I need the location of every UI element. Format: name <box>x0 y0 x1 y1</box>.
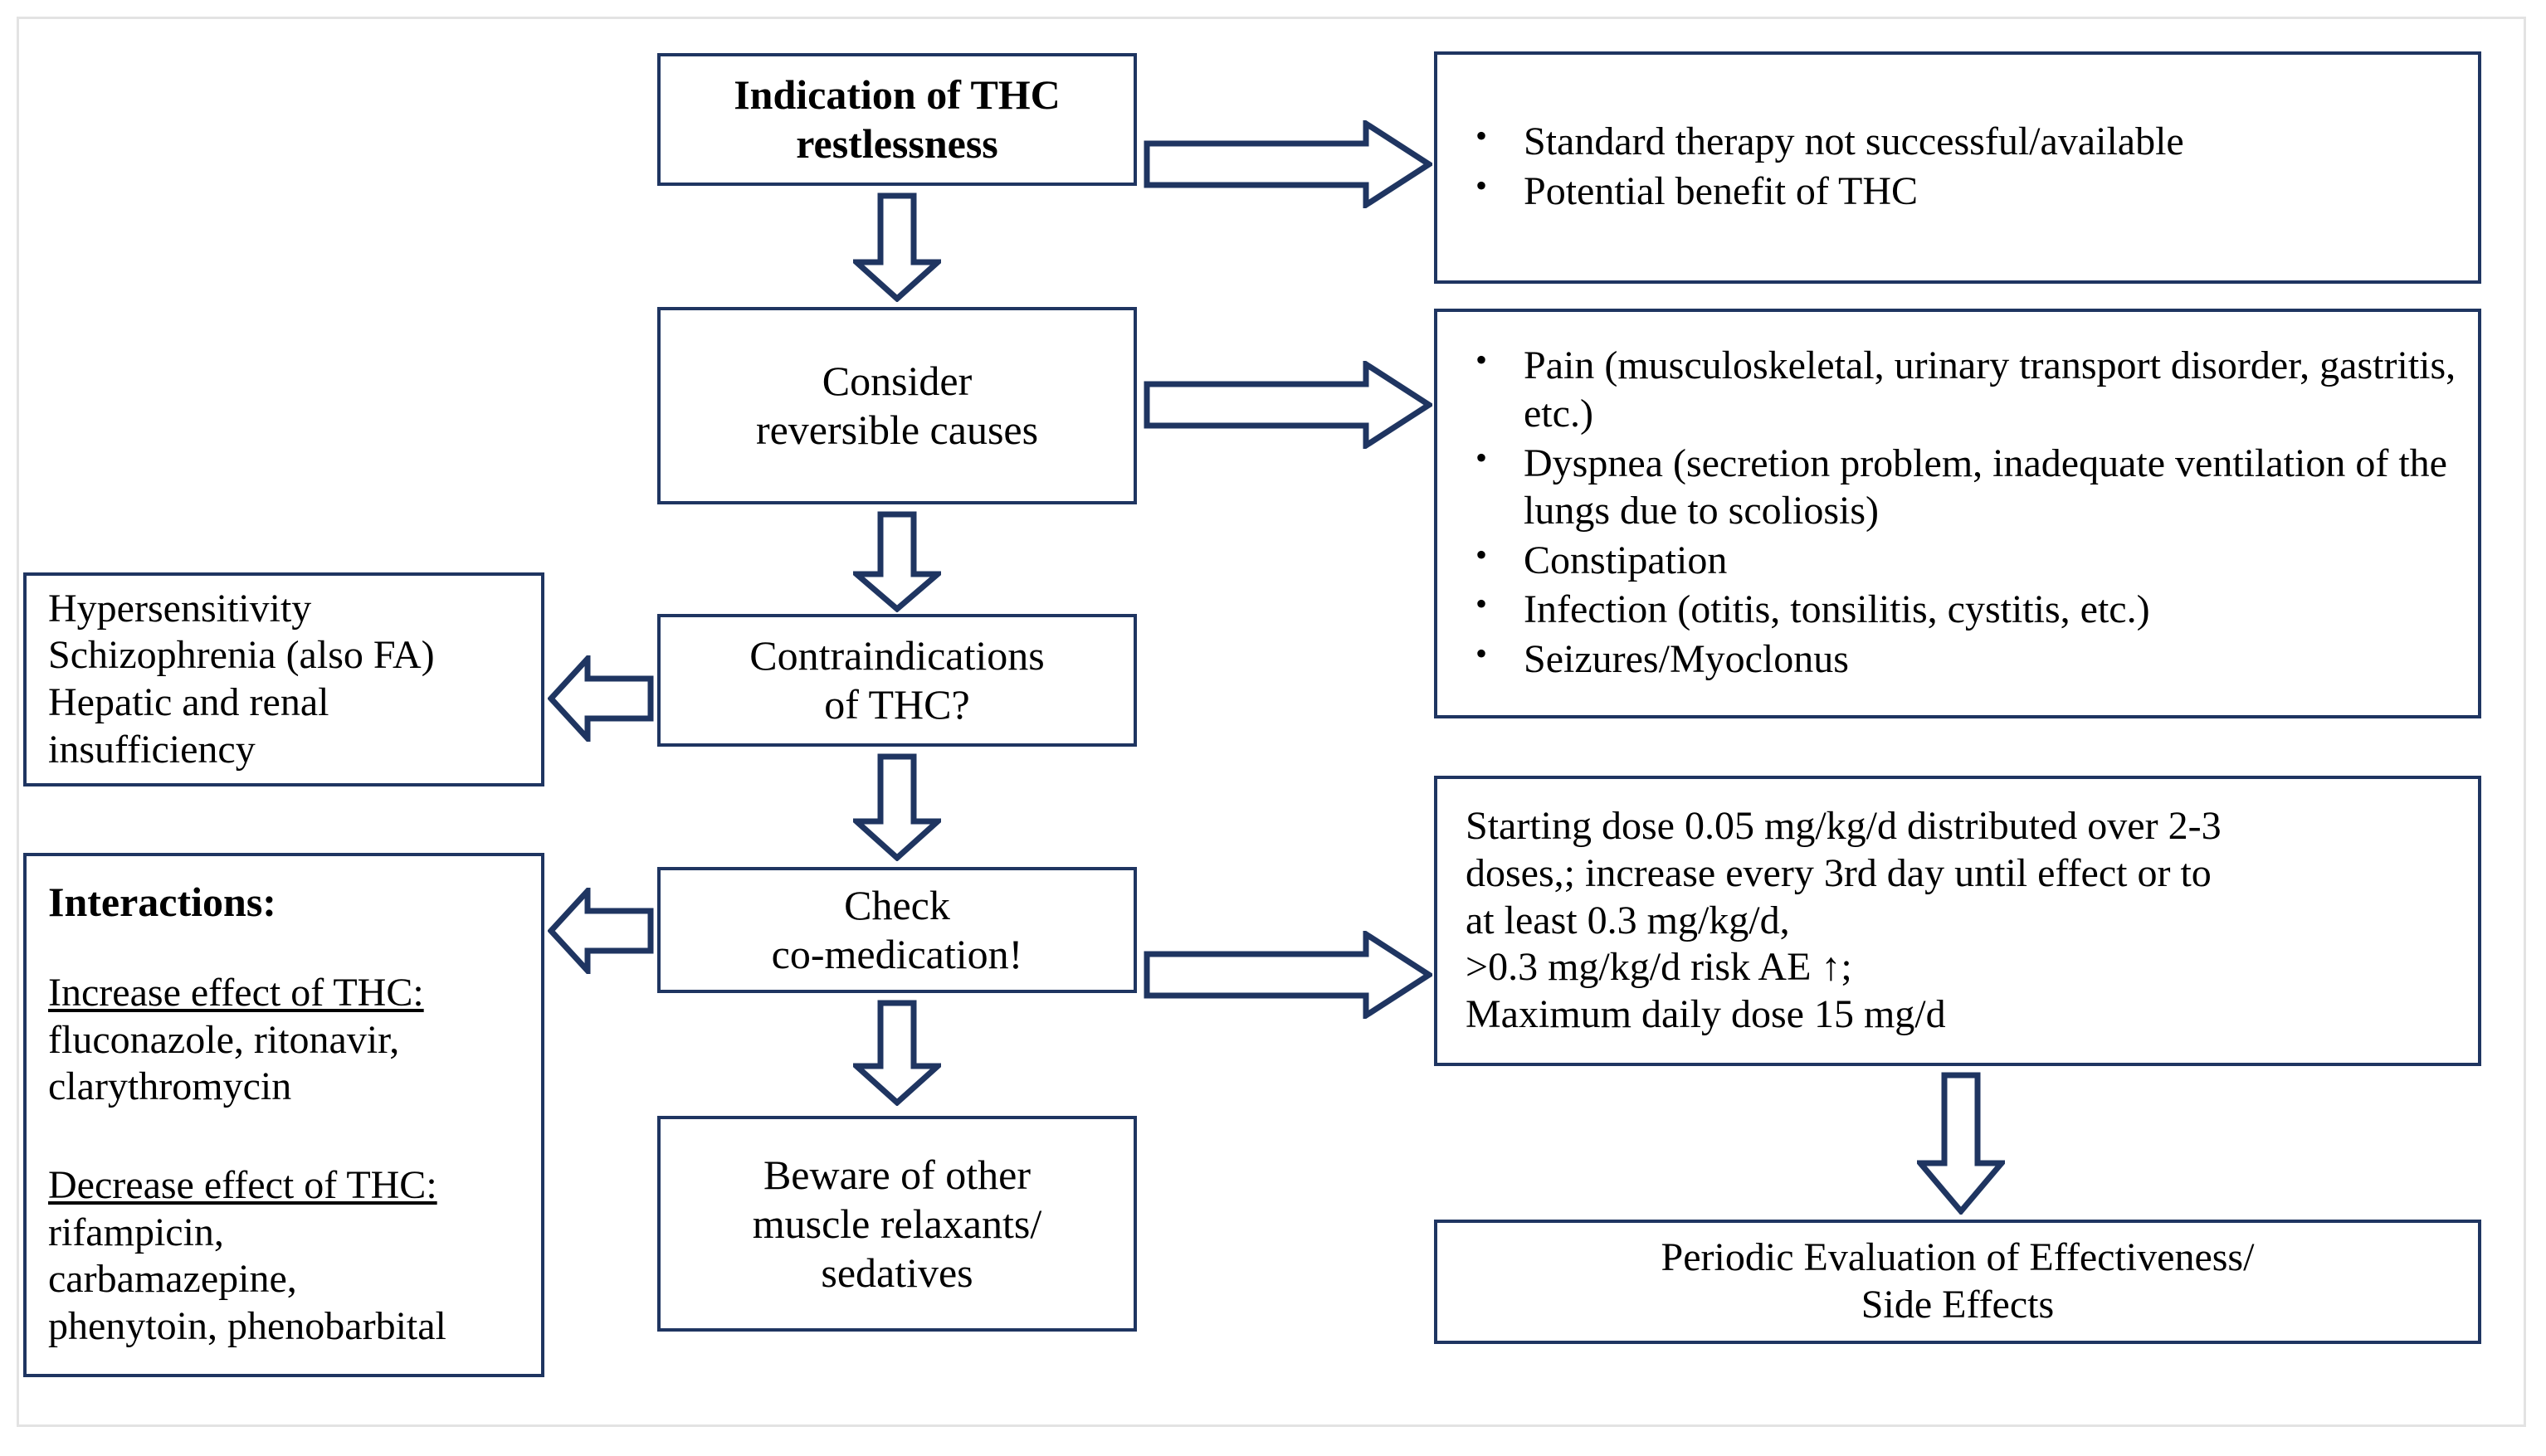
node-consider-causes-line2: reversible causes <box>755 407 1039 453</box>
dosing-line-1: Starting dose 0.05 mg/kg/d distributed o… <box>1466 804 2222 849</box>
interactions-decrease-line-3: phenytoin, phenobarbital <box>48 1303 446 1348</box>
node-beware-line2: muscle relaxants/ <box>752 1200 1042 1247</box>
causes-details-list: Pain (musculoskeletal, urinary transport… <box>1466 340 2461 684</box>
node-indication-line1: Indication of THC <box>734 71 1061 118</box>
dosing-line-4: >0.3 mg/kg/d risk AE ↑; <box>1466 945 1852 990</box>
list-item: Pain (musculoskeletal, urinary transport… <box>1466 340 2461 437</box>
node-beware-line3: sedatives <box>821 1249 973 1296</box>
interactions-increase-line-2: clarythromycin <box>48 1064 292 1109</box>
list-item: Dyspnea (secretion problem, inadequate v… <box>1466 438 2461 535</box>
dosing-line-3: at least 0.3 mg/kg/d, <box>1466 898 1790 942</box>
contraindication-line-3: Hepatic and renal <box>48 680 329 724</box>
node-check-comedication: Check co-medication! <box>657 867 1137 993</box>
node-causes-details: Pain (musculoskeletal, urinary transport… <box>1434 309 2481 718</box>
arrow-down-check-to-beware <box>853 1000 941 1106</box>
node-consider-causes: Consider reversible causes <box>657 307 1137 504</box>
arrow-down-consider-to-contraindications <box>853 511 941 612</box>
arrow-right-indication-to-details <box>1144 120 1432 208</box>
arrow-down-indication-to-consider <box>853 192 941 302</box>
node-beware-line1: Beware of other <box>763 1151 1032 1198</box>
arrow-right-consider-to-causes <box>1144 361 1432 449</box>
node-beware: Beware of other muscle relaxants/ sedati… <box>657 1116 1137 1332</box>
node-check-comedication-line1: Check <box>844 882 950 928</box>
node-contraindications-line2: of THC? <box>824 681 970 728</box>
interactions-heading: Interactions: <box>48 879 276 925</box>
list-item: Infection (otitis, tonsilitis, cystitis,… <box>1466 584 2461 634</box>
node-indication-details: Standard therapy not successful/availabl… <box>1434 51 2481 284</box>
list-item: Potential benefit of THC <box>1466 166 2461 216</box>
dosing-line-5: Maximum daily dose 15 mg/d <box>1466 991 1946 1036</box>
dosing-line-2: doses,; increase every 3rd day until eff… <box>1466 851 2212 896</box>
contraindication-line-1: Hypersensitivity <box>48 586 312 631</box>
list-item: Seizures/Myoclonus <box>1466 634 2461 684</box>
interactions-decrease-line-1: rifampicin, <box>48 1210 224 1254</box>
node-periodic-evaluation: Periodic Evaluation of Effectiveness/ Si… <box>1434 1220 2481 1344</box>
node-indication-line2: restlessness <box>796 120 998 167</box>
arrow-down-contraindications-to-check <box>853 753 941 861</box>
node-indication: Indication of THC restlessness <box>657 53 1137 186</box>
node-interactions: Interactions: Increase effect of THC: fl… <box>23 853 544 1377</box>
list-item: Constipation <box>1466 535 2461 585</box>
node-contraindications: Contraindications of THC? <box>657 614 1137 747</box>
arrow-down-dosing-to-evaluation <box>1917 1072 2005 1215</box>
arrow-left-contraindications-to-details <box>548 655 654 742</box>
periodic-evaluation-line2: Side Effects <box>1861 1283 2055 1327</box>
list-item: Standard therapy not successful/availabl… <box>1466 116 2461 166</box>
periodic-evaluation-line1: Periodic Evaluation of Effectiveness/ <box>1661 1235 2255 1280</box>
indication-details-list: Standard therapy not successful/availabl… <box>1466 116 2461 217</box>
node-contraindications-details: Hypersensitivity Schizophrenia (also FA)… <box>23 572 544 786</box>
interactions-increase-line-1: fluconazole, ritonavir, <box>48 1017 400 1062</box>
arrow-left-check-to-interactions <box>548 888 654 974</box>
node-consider-causes-line1: Consider <box>822 358 973 404</box>
contraindication-line-2: Schizophrenia (also FA) <box>48 633 435 678</box>
node-contraindications-line1: Contraindications <box>749 632 1045 679</box>
contraindication-line-4: insufficiency <box>48 727 256 772</box>
arrow-right-check-to-dosing <box>1144 931 1432 1019</box>
node-check-comedication-line2: co-medication! <box>771 931 1023 977</box>
interactions-increase-heading: Increase effect of THC: <box>48 971 424 1015</box>
interactions-decrease-heading: Decrease effect of THC: <box>48 1162 437 1207</box>
node-dosing: Starting dose 0.05 mg/kg/d distributed o… <box>1434 776 2481 1066</box>
interactions-decrease-line-2: carbamazepine, <box>48 1257 297 1302</box>
